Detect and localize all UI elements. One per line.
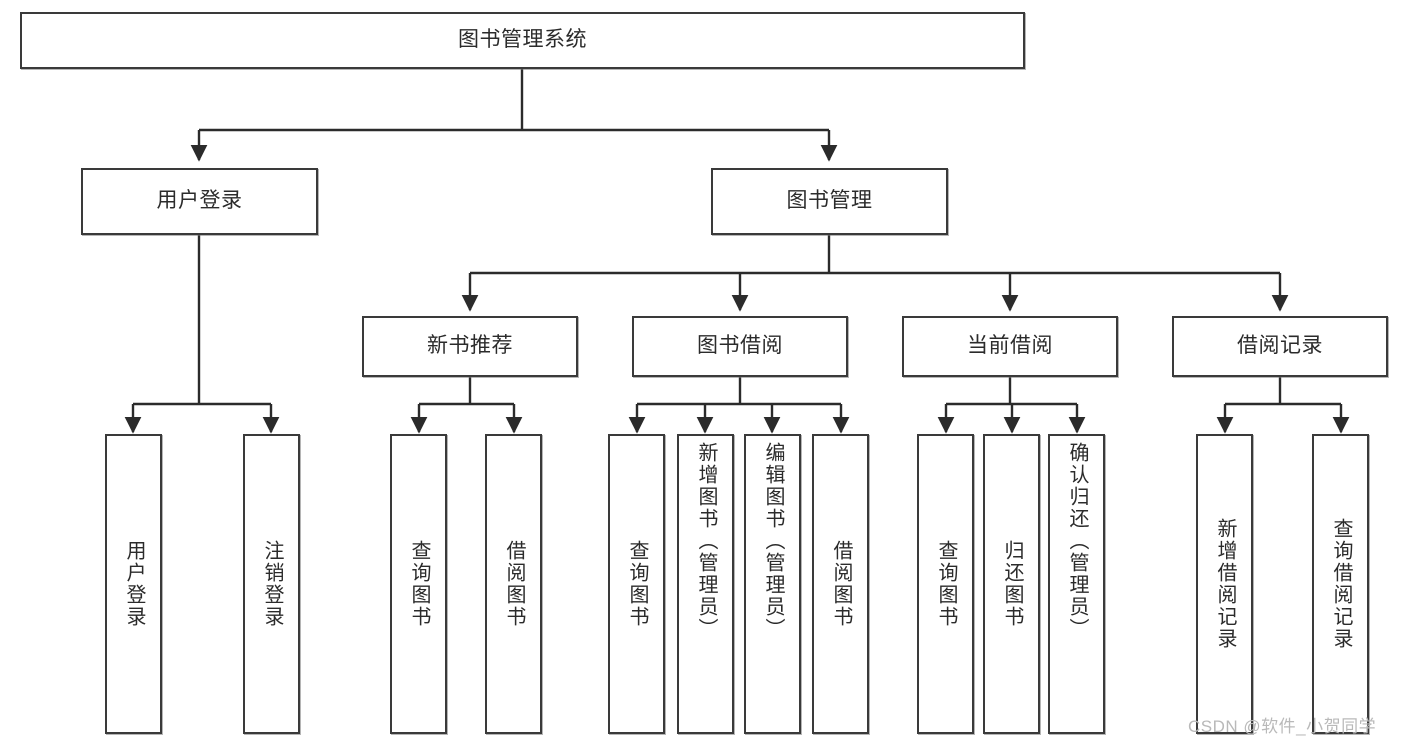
node-book-manage[interactable]: 图书管理 [711,168,948,235]
leaf-return-book[interactable]: 归还图书 [983,434,1040,734]
leaf-borrow-book-1[interactable]: 借阅图书 [485,434,542,734]
leaf-logout[interactable]: 注销登录 [243,434,300,734]
leaf-query-book-2-label: 查询图书 [626,540,648,628]
leaf-query-book-3-label: 查询图书 [935,540,957,628]
leaf-user-login[interactable]: 用户登录 [105,434,162,734]
node-user-login-label: 用户登录 [156,189,243,213]
leaf-user-login-label: 用户登录 [123,540,145,628]
leaf-edit-book-label: 编辑图书（管理员） [762,442,784,640]
leaf-query-record-label: 查询借阅记录 [1330,518,1352,650]
leaf-borrow-book-2-label: 借阅图书 [830,540,852,628]
leaf-query-record[interactable]: 查询借阅记录 [1312,434,1369,734]
leaf-query-book-1-label: 查询图书 [408,540,430,628]
node-book-borrow-label: 图书借阅 [697,334,783,358]
node-user-login[interactable]: 用户登录 [81,168,318,235]
leaf-logout-label: 注销登录 [261,540,283,628]
leaf-return-book-label: 归还图书 [1001,540,1023,628]
leaf-add-record[interactable]: 新增借阅记录 [1196,434,1253,734]
node-current-borrow[interactable]: 当前借阅 [902,316,1118,377]
csdn-watermark: CSDN @软件_小贺同学 [1188,717,1377,736]
leaf-query-book-3[interactable]: 查询图书 [917,434,974,734]
leaf-confirm-return-label: 确认归还（管理员） [1066,442,1088,640]
leaf-edit-book[interactable]: 编辑图书（管理员） [744,434,801,734]
leaf-query-book-1[interactable]: 查询图书 [390,434,447,734]
node-book-manage-label: 图书管理 [786,189,873,213]
node-borrow-record[interactable]: 借阅记录 [1172,316,1388,377]
leaf-query-book-2[interactable]: 查询图书 [608,434,665,734]
node-book-borrow[interactable]: 图书借阅 [632,316,848,377]
node-borrow-record-label: 借阅记录 [1237,334,1323,358]
leaf-borrow-book-2[interactable]: 借阅图书 [812,434,869,734]
node-new-book-recommend[interactable]: 新书推荐 [362,316,578,377]
leaf-confirm-return[interactable]: 确认归还（管理员） [1048,434,1105,734]
leaf-add-record-label: 新增借阅记录 [1214,518,1236,650]
leaf-add-book-label: 新增图书（管理员） [695,442,717,640]
node-current-borrow-label: 当前借阅 [967,334,1053,358]
leaf-borrow-book-1-label: 借阅图书 [503,540,525,628]
node-root-label: 图书管理系统 [458,28,587,52]
leaf-add-book[interactable]: 新增图书（管理员） [677,434,734,734]
node-root[interactable]: 图书管理系统 [20,12,1025,69]
node-new-book-recommend-label: 新书推荐 [427,334,513,358]
